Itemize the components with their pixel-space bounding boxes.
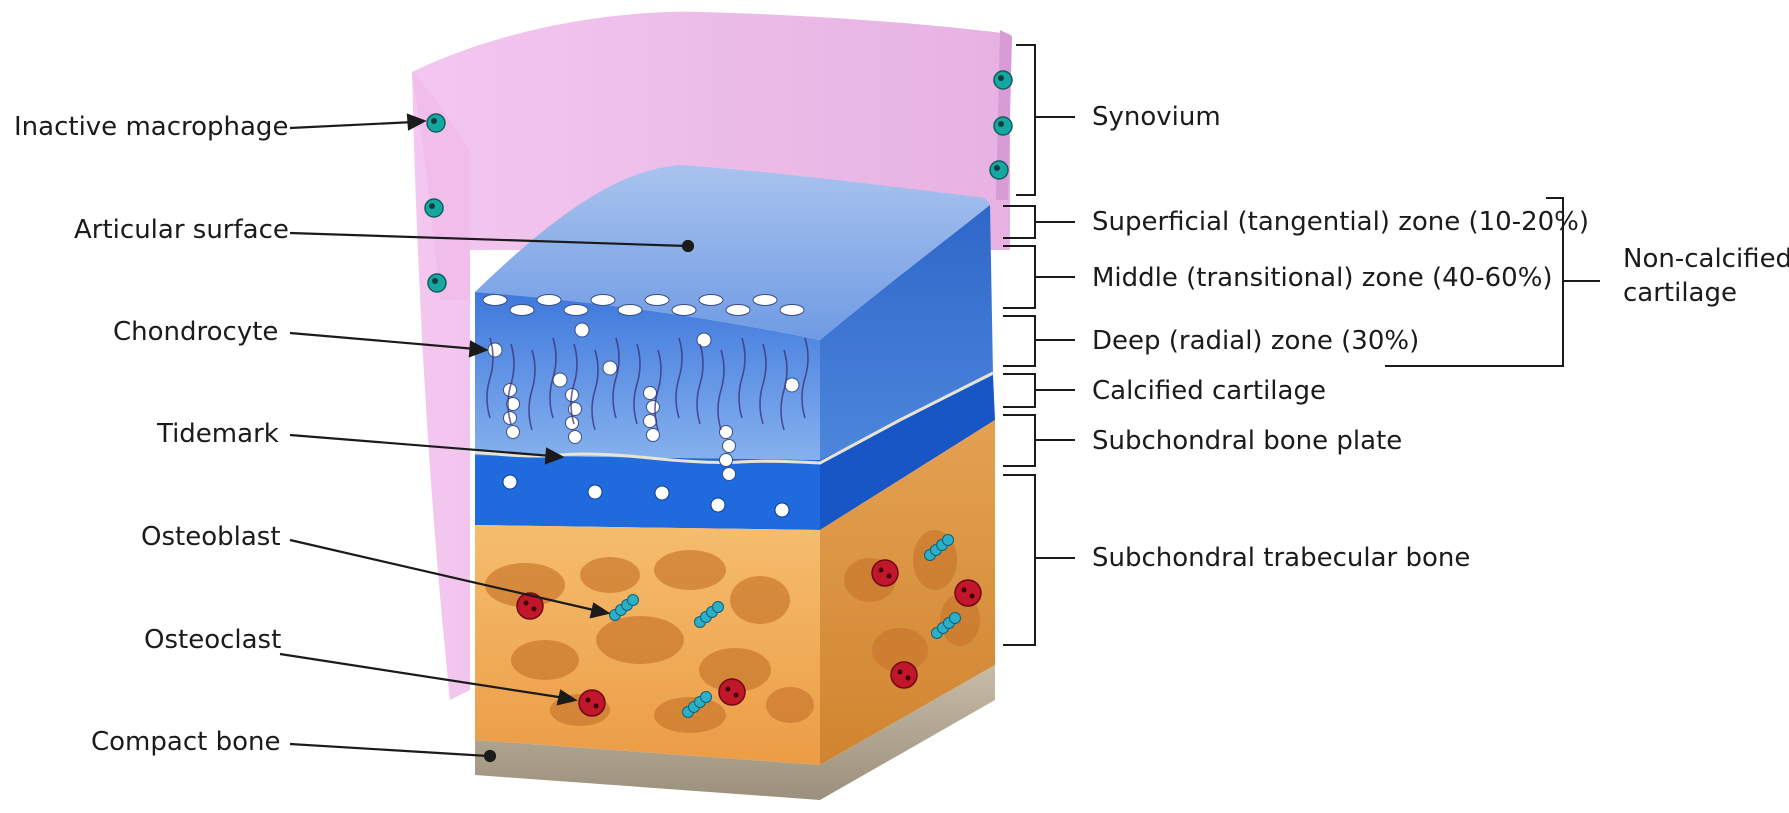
deep-chondrocyte [647,401,660,414]
superficial-chondrocyte [753,295,777,306]
dot-compact-bone [485,751,495,761]
label-subchondral-trabecular-bone: Subchondral trabecular bone [1092,543,1470,573]
label-subchondral-bone-plate: Subchondral bone plate [1092,426,1402,456]
superficial-chondrocyte [564,305,588,316]
deep-chondrocyte [720,426,733,439]
deep-chondrocyte [720,454,733,467]
calcified-chondrocyte [775,503,789,517]
superficial-chondrocyte [510,305,534,316]
osteoblast-cell [713,602,724,613]
calcified-chondrocyte [711,498,725,512]
label-inactive-macrophage: Inactive macrophage [14,112,288,142]
osteoclast-nucleus [594,704,599,709]
label-superficial-zone: Superficial (tangential) zone (10-20%) [1092,207,1589,237]
trabecular-cavity [654,550,726,590]
bracket-middle-zone [1003,246,1035,308]
deep-chondrocyte [644,387,657,400]
deep-chondrocyte [507,426,520,439]
label-osteoblast: Osteoblast [141,522,281,552]
osteoblast-cell [701,692,712,703]
calcified-chondrocyte [655,486,669,500]
calcified-chondrocyte [588,485,602,499]
trabecular-cavity [580,557,640,593]
deep-chondrocyte [569,431,582,444]
deep-chondrocyte [723,440,736,453]
label-compact-bone: Compact bone [91,727,280,757]
macrophage-nucleus [429,203,435,209]
middle-chondrocyte [488,343,502,357]
bracket-subchondral-trabecular-bone [1003,475,1035,645]
middle-chondrocyte [575,323,589,337]
superficial-chondrocyte [672,305,696,316]
osteoclast-nucleus [906,676,911,681]
superficial-chondrocyte [618,305,642,316]
osteoclast-nucleus [898,670,903,675]
osteoblast-cell [950,613,961,624]
osteoclast-nucleus [532,607,537,612]
macrophage-nucleus [431,118,437,124]
osteoblast-cell [628,595,639,606]
trabecular-cavity [766,687,814,723]
superficial-chondrocyte [483,295,507,306]
dot-articular-surface [683,241,693,251]
deep-chondrocyte [647,429,660,442]
macrophage-nucleus [432,278,438,284]
macrophage-nucleus [994,165,1000,171]
label-non-calcified-line1: Non-calcified [1623,244,1789,274]
osteoclast-cell [719,679,745,705]
leader-inactive-macrophage [290,122,414,128]
deep-chondrocyte [723,468,736,481]
superficial-chondrocyte [780,305,804,316]
osteoclast-nucleus [726,687,731,692]
bracket-synovium [1016,45,1035,195]
calcified-chondrocyte [503,475,517,489]
macrophage-nucleus [998,75,1004,81]
trabecular-cavity [730,576,790,624]
macrophage-nucleus [998,121,1004,127]
osteoclast-cell [891,662,917,688]
superficial-chondrocyte [591,295,615,306]
label-middle-zone: Middle (transitional) zone (40-60%) [1092,263,1553,293]
osteoclast-cell [955,580,981,606]
osteoclast-nucleus [586,698,591,703]
superficial-chondrocyte [645,295,669,306]
trabecular-cavity [596,616,684,664]
label-deep-zone: Deep (radial) zone (30%) [1092,326,1419,356]
middle-chondrocyte [785,378,799,392]
leader-compact-bone [290,744,488,756]
label-osteoclast: Osteoclast [144,625,281,655]
bracket-deep-zone [1003,316,1035,366]
label-synovium: Synovium [1092,102,1221,132]
label-non-calcified-line2: cartilage [1623,278,1737,308]
superficial-chondrocyte [726,305,750,316]
calcified-cartilage-front [475,455,820,530]
bracket-calcified-cartilage [1003,374,1035,407]
middle-chondrocyte [553,373,567,387]
osteoclast-nucleus [879,568,884,573]
osteoblast-cell [943,535,954,546]
superficial-chondrocyte [537,295,561,306]
middle-chondrocyte [697,333,711,347]
osteoclast-cell [872,560,898,586]
osteoclast-nucleus [962,588,967,593]
label-tidemark: Tidemark [156,419,279,449]
osteoclast-nucleus [887,574,892,579]
label-calcified-cartilage: Calcified cartilage [1092,376,1326,406]
osteoclast-nucleus [734,693,739,698]
superficial-chondrocyte [699,295,723,306]
label-chondrocyte: Chondrocyte [113,317,278,347]
osteoclast-nucleus [970,594,975,599]
trabecular-cavity [511,640,579,680]
label-articular-surface: Articular surface [74,215,289,245]
bracket-subchondral-bone-plate [1003,415,1035,466]
osteoclast-nucleus [524,601,529,606]
osteoclast-cell [579,690,605,716]
middle-chondrocyte [603,361,617,375]
